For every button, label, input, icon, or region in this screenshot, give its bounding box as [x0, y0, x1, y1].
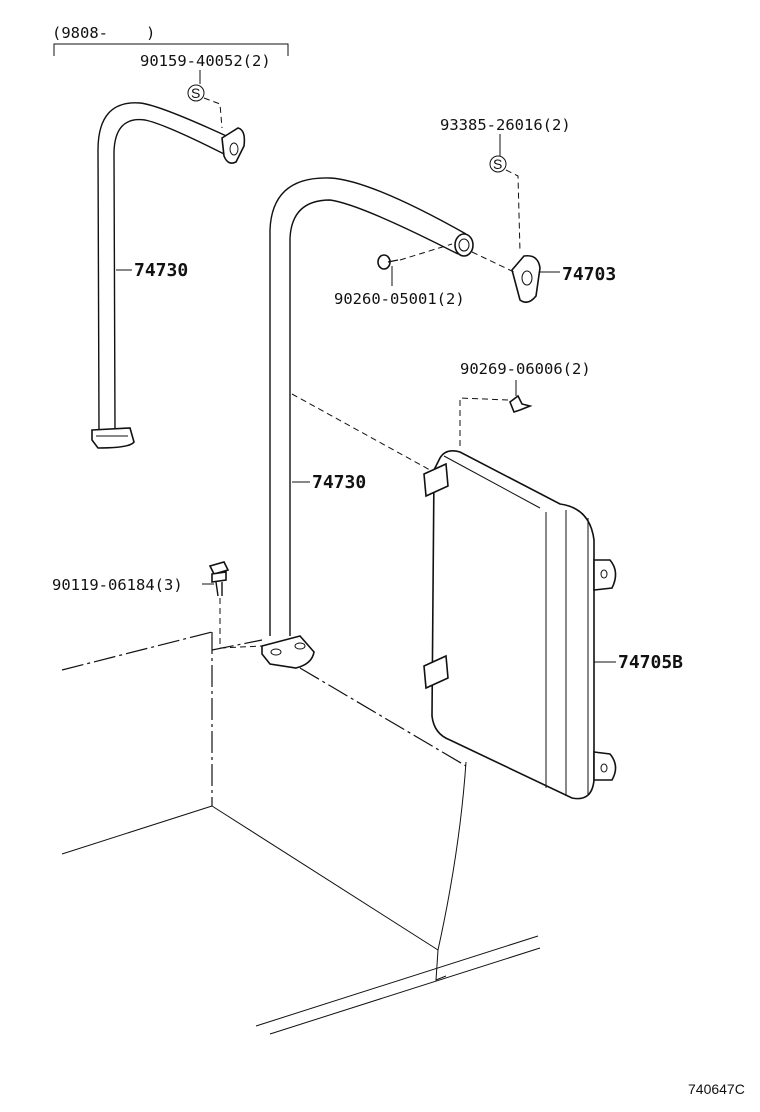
date-bracket-line — [53, 43, 289, 56]
panel-drawing — [423, 450, 617, 800]
label-screw-top: 90159-40052(2) — [140, 52, 271, 70]
dash-pipe-bracket — [471, 251, 515, 273]
vehicle-body-outline — [61, 631, 541, 1035]
label-clip: 90269-06006(2) — [460, 360, 591, 378]
svg-text:S: S — [493, 156, 502, 172]
label-screw-right: 93385-26016(2) — [440, 116, 571, 134]
dash-screw-right — [505, 169, 521, 253]
pipe-left-drawing — [91, 102, 246, 449]
clip-drawing — [509, 394, 533, 413]
label-pipe-left: 74730 — [134, 260, 188, 281]
svg-text:S: S — [191, 85, 200, 101]
label-pipe-center: 74730 — [312, 472, 366, 493]
screw-symbol-top-icon: S — [187, 84, 205, 102]
dash-clip — [459, 397, 509, 446]
dash-screw-top — [203, 97, 223, 129]
dash-bolt — [219, 598, 263, 649]
date-bracket-close: ) — [146, 24, 155, 42]
bracket-drawing — [511, 254, 541, 304]
dash-pipe-panel — [291, 393, 431, 471]
bolt-drawing — [208, 561, 230, 597]
label-panel: 74705B — [618, 652, 683, 673]
diagram-code: 740647C — [688, 1081, 745, 1097]
dash-pin — [399, 243, 453, 261]
label-bolt: 90119-06184(3) — [52, 576, 183, 594]
label-bracket: 74703 — [562, 264, 616, 285]
date-bracket-label: (9808- — [52, 24, 108, 42]
label-pin: 90260-05001(2) — [334, 290, 465, 308]
screw-symbol-right-icon: S — [489, 155, 507, 173]
pipe-center-drawing — [261, 177, 474, 669]
pin-drawing — [377, 254, 399, 270]
